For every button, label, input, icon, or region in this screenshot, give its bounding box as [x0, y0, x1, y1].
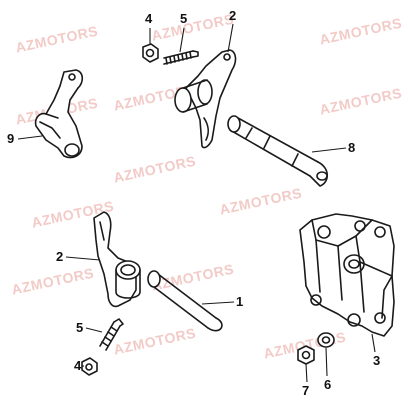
leader-line-7 [305, 363, 308, 383]
leader-line-3 [371, 333, 376, 353]
rocker-shaft-part-8 [227, 115, 329, 187]
callout-6: 6 [324, 377, 332, 392]
leader-line-5-bottom [85, 327, 103, 333]
washer-part-6 [317, 332, 335, 348]
rocker-arm-part-2-top [174, 49, 237, 149]
callout-2-bottom: 2 [56, 249, 64, 264]
nut-part-4-top [142, 43, 159, 63]
bracket-housing-part-3 [299, 213, 395, 337]
callout-4-bottom: 4 [74, 358, 82, 373]
leader-line-1 [201, 301, 235, 305]
leader-line-9 [17, 135, 43, 140]
leader-line-2-top [227, 23, 234, 53]
callout-5-bottom: 5 [76, 320, 84, 335]
callout-5-top: 5 [180, 11, 188, 26]
leader-line-5-top [179, 27, 185, 53]
lower-shaft-part-1 [147, 270, 223, 332]
screw-part-5-top [163, 50, 199, 65]
arm-part-9 [34, 69, 84, 159]
callout-3: 3 [373, 353, 381, 368]
callout-7: 7 [302, 383, 310, 398]
rocker-arm-part-2-bottom [93, 211, 141, 308]
screw-part-5-bottom [99, 318, 124, 351]
leader-line-8 [311, 147, 347, 153]
nut-part-7 [297, 345, 315, 365]
callout-8: 8 [348, 140, 356, 155]
leader-line-6 [325, 347, 328, 377]
callout-2-top: 2 [229, 8, 237, 23]
callout-4-top: 4 [145, 11, 153, 26]
callout-1: 1 [236, 294, 244, 309]
nut-part-4-bottom [81, 357, 98, 376]
leader-line-2-bottom [65, 256, 101, 261]
callout-9: 9 [7, 131, 15, 146]
